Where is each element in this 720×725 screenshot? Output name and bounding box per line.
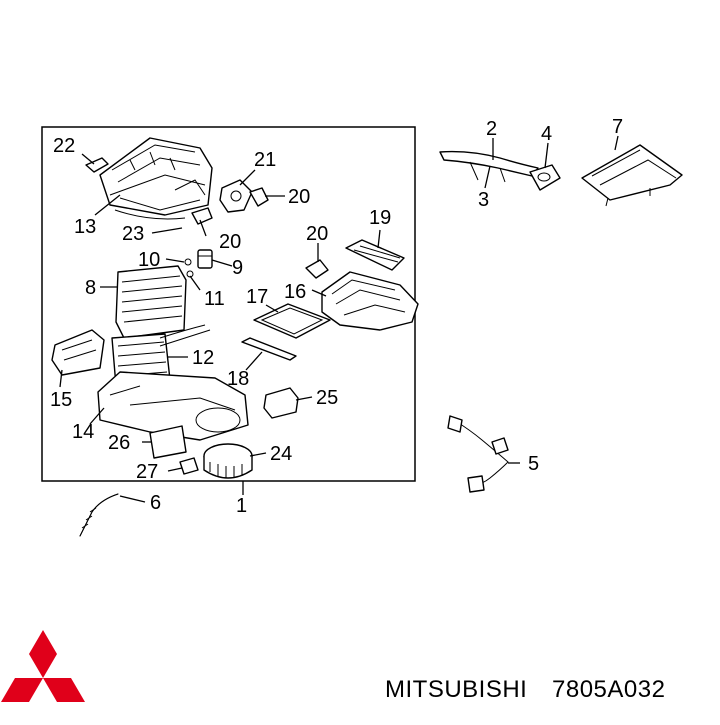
- callout-2: 2: [486, 118, 497, 140]
- callout-20-c: 20: [306, 223, 328, 245]
- part-6-hose: [79, 493, 119, 537]
- callout-8: 8: [85, 277, 96, 299]
- part-5-harness: [447, 415, 509, 493]
- part-19-screen: [345, 239, 405, 271]
- callout-16: 16: [284, 281, 306, 303]
- part-16-intake: [321, 271, 419, 331]
- callout-5: 5: [528, 453, 539, 475]
- part-25-block: [263, 387, 299, 419]
- part-18-strip: [241, 337, 297, 361]
- part-20-lever-a: [249, 187, 269, 207]
- callout-17: 17: [246, 286, 268, 308]
- leader-lines: [59, 135, 619, 503]
- part-8-evaporator: [115, 265, 187, 339]
- callout-15: 15: [50, 389, 72, 411]
- mitsubishi-logo-icon: [1, 630, 85, 702]
- part-15-bracket: [51, 329, 105, 376]
- callout-3: 3: [478, 189, 489, 211]
- callout-23: 23: [122, 223, 144, 245]
- part-21-actuator: [219, 179, 253, 213]
- callout-4: 4: [541, 123, 552, 145]
- callout-19: 19: [369, 207, 391, 229]
- callout-26: 26: [108, 432, 130, 454]
- part-22-clip: [85, 157, 109, 173]
- callout-labels: 22 13 23 20 21 20 10 9 11 8 12 15 14 26 …: [50, 116, 623, 517]
- callout-6: 6: [150, 492, 161, 514]
- part-number: 7805A032: [552, 676, 665, 703]
- part-14-lower-case: [97, 371, 249, 441]
- callout-12: 12: [192, 347, 214, 369]
- part-26-module: [149, 425, 187, 459]
- part-20-lever-c: [305, 259, 329, 279]
- callout-18: 18: [227, 368, 249, 390]
- part-2-3-duct: [439, 150, 539, 183]
- callout-27: 27: [136, 461, 158, 483]
- callout-20-b: 20: [219, 231, 241, 253]
- callout-25: 25: [316, 387, 338, 409]
- part-9-valve: [197, 249, 213, 269]
- brand-name: MITSUBISHI: [385, 676, 527, 703]
- callout-1: 1: [236, 495, 247, 517]
- part-20-lever-b: [191, 207, 213, 225]
- part-24-blower: [203, 443, 253, 479]
- part-23-wire: [114, 209, 186, 220]
- callout-21: 21: [254, 149, 276, 171]
- callout-14: 14: [72, 421, 94, 443]
- part-10-oring: [184, 258, 192, 266]
- callout-11: 11: [204, 288, 225, 310]
- callout-9: 9: [232, 257, 243, 279]
- callout-7: 7: [612, 116, 623, 138]
- callout-22: 22: [53, 135, 75, 157]
- part-13-upper-case: [99, 137, 213, 216]
- part-17-filter: [253, 303, 331, 339]
- callout-13: 13: [74, 216, 96, 238]
- callout-24: 24: [270, 443, 292, 465]
- part-27-clip: [179, 457, 199, 475]
- callout-10: 10: [138, 249, 160, 271]
- part-7-cover: [581, 144, 683, 207]
- callout-20-a: 20: [288, 186, 310, 208]
